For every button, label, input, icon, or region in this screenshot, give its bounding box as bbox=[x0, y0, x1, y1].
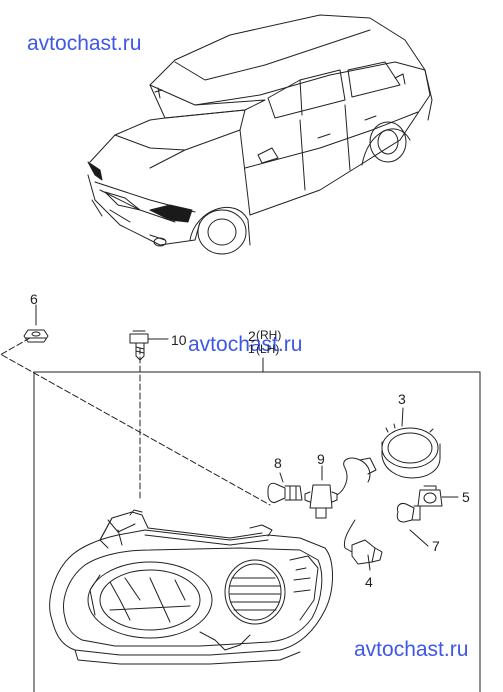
leader-lines bbox=[0, 304, 481, 692]
car-illustration bbox=[87, 14, 433, 255]
watermark-top: avtochast.ru bbox=[27, 32, 142, 55]
callout-1: 1 bbox=[248, 342, 255, 356]
callout-5: 5 bbox=[462, 489, 470, 505]
part-7-bulb bbox=[396, 503, 421, 523]
car-headlamp-left-highlight bbox=[87, 161, 103, 181]
callout-4: 4 bbox=[365, 574, 373, 590]
part-3-ring bbox=[381, 423, 441, 479]
part-6-nut bbox=[23, 329, 49, 343]
headlamp-assembly bbox=[49, 509, 333, 665]
watermark-middle: avtochast.ru bbox=[188, 333, 303, 356]
part-9-bulb bbox=[304, 484, 338, 519]
car-headlamp-right-highlight bbox=[149, 204, 193, 223]
part-4-harness bbox=[336, 457, 383, 565]
callout-9: 9 bbox=[317, 451, 325, 467]
label-lh: (LH) bbox=[256, 342, 280, 356]
callout-3: 3 bbox=[398, 391, 406, 407]
label-rh: (RH) bbox=[256, 328, 282, 342]
callout-10: 10 bbox=[171, 332, 187, 348]
callout-7: 7 bbox=[432, 538, 440, 554]
callout-6: 6 bbox=[30, 291, 38, 307]
callout-8: 8 bbox=[274, 455, 282, 471]
callout-2: 2 bbox=[248, 328, 256, 344]
part-5-socket bbox=[417, 485, 443, 507]
part-10-screw bbox=[129, 330, 149, 361]
part-8-bulb bbox=[267, 482, 303, 503]
watermark-bottom: avtochast.ru bbox=[354, 638, 469, 661]
